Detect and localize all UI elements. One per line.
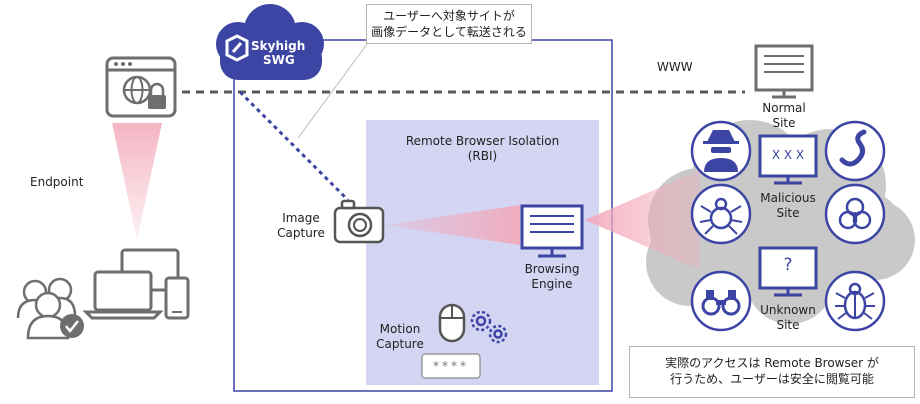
www-label: WWW	[657, 60, 693, 74]
password-mask: ****	[433, 359, 469, 373]
mouse-icon	[438, 303, 466, 343]
skyhigh-swg-brand: Skyhigh SWG	[251, 39, 305, 67]
swg-capture-dotted-line	[238, 90, 350, 202]
unknown-site-label: Unknown Site	[748, 303, 828, 333]
rbi-title-line1: Remote Browser Isolation	[405, 134, 560, 148]
unknown-site-line2: Site	[776, 318, 800, 332]
unknown-monitor-icon	[758, 246, 818, 297]
biohazard-icon	[824, 183, 886, 245]
brand-line2: SWG	[263, 53, 295, 67]
image-capture-line2: Capture	[277, 226, 325, 240]
malicious-site-label: Malicious Site	[748, 191, 828, 221]
unknown-site-line1: Unknown	[760, 303, 816, 317]
worm-icon	[824, 120, 886, 182]
normal-site-label: Normal Site	[749, 101, 819, 131]
laptop-icon	[82, 270, 164, 320]
malicious-monitor-icon	[758, 134, 818, 185]
rbi-panel	[366, 120, 599, 385]
callout-image-transfer-line1: ユーザーへ対象サイトが	[383, 9, 515, 23]
camera-icon	[333, 199, 385, 244]
spider-bug-icon	[690, 183, 752, 245]
normal-site-line1: Normal	[762, 101, 806, 115]
brand-line1: Skyhigh	[251, 39, 306, 53]
beetle-icon	[824, 270, 886, 332]
normal-site-line2: Site	[772, 116, 796, 130]
endpoint-label: Endpoint	[30, 175, 84, 189]
motion-capture-line2: Capture	[376, 337, 424, 351]
beam-endpoint	[112, 123, 162, 240]
monitor-icon	[520, 204, 584, 258]
users-check-icon	[16, 277, 84, 340]
unknown-screen-text: ?	[783, 255, 793, 275]
rbi-title: Remote Browser Isolation (RBI)	[366, 134, 599, 164]
skyhigh-cloud-logo	[216, 4, 324, 80]
browsing-engine-line2: Engine	[531, 277, 573, 291]
rbi-title-line2: (RBI)	[467, 149, 498, 163]
hacker-icon	[690, 120, 752, 182]
motion-capture-label: Motion Capture	[370, 322, 430, 352]
beam-image-capture	[385, 205, 520, 245]
callout-safe-browsing: 実際のアクセスは Remote Browser が 行うため、ユーザーは安全に閲…	[629, 346, 915, 398]
callout-leader	[297, 39, 371, 139]
malicious-screen-text: X X X	[771, 148, 805, 162]
beam-to-engine	[585, 170, 700, 270]
malicious-site-line1: Malicious	[760, 191, 816, 205]
phone-icon	[164, 276, 190, 320]
password-box	[421, 353, 481, 379]
malicious-site-line2: Site	[776, 206, 800, 220]
callout-image-transfer: ユーザーへ対象サイトが 画像データとして転送される	[366, 4, 532, 44]
callout-safe-browsing-line2: 行うため、ユーザーは安全に閲覧可能	[670, 372, 874, 386]
callout-safe-browsing-line1: 実際のアクセスは Remote Browser が	[665, 356, 879, 370]
gear-icon	[470, 310, 508, 344]
image-capture-label: Image Capture	[270, 211, 332, 241]
binoculars-icon	[690, 270, 752, 332]
image-capture-line1: Image	[282, 211, 320, 225]
browsing-engine-label: Browsing Engine	[512, 262, 592, 292]
motion-capture-line1: Motion	[379, 322, 421, 336]
server-monitor-icon	[754, 44, 814, 99]
callout-image-transfer-line2: 画像データとして転送される	[371, 25, 527, 39]
browsing-engine-line1: Browsing	[524, 262, 580, 276]
globe-lock-browser-icon	[105, 56, 177, 118]
